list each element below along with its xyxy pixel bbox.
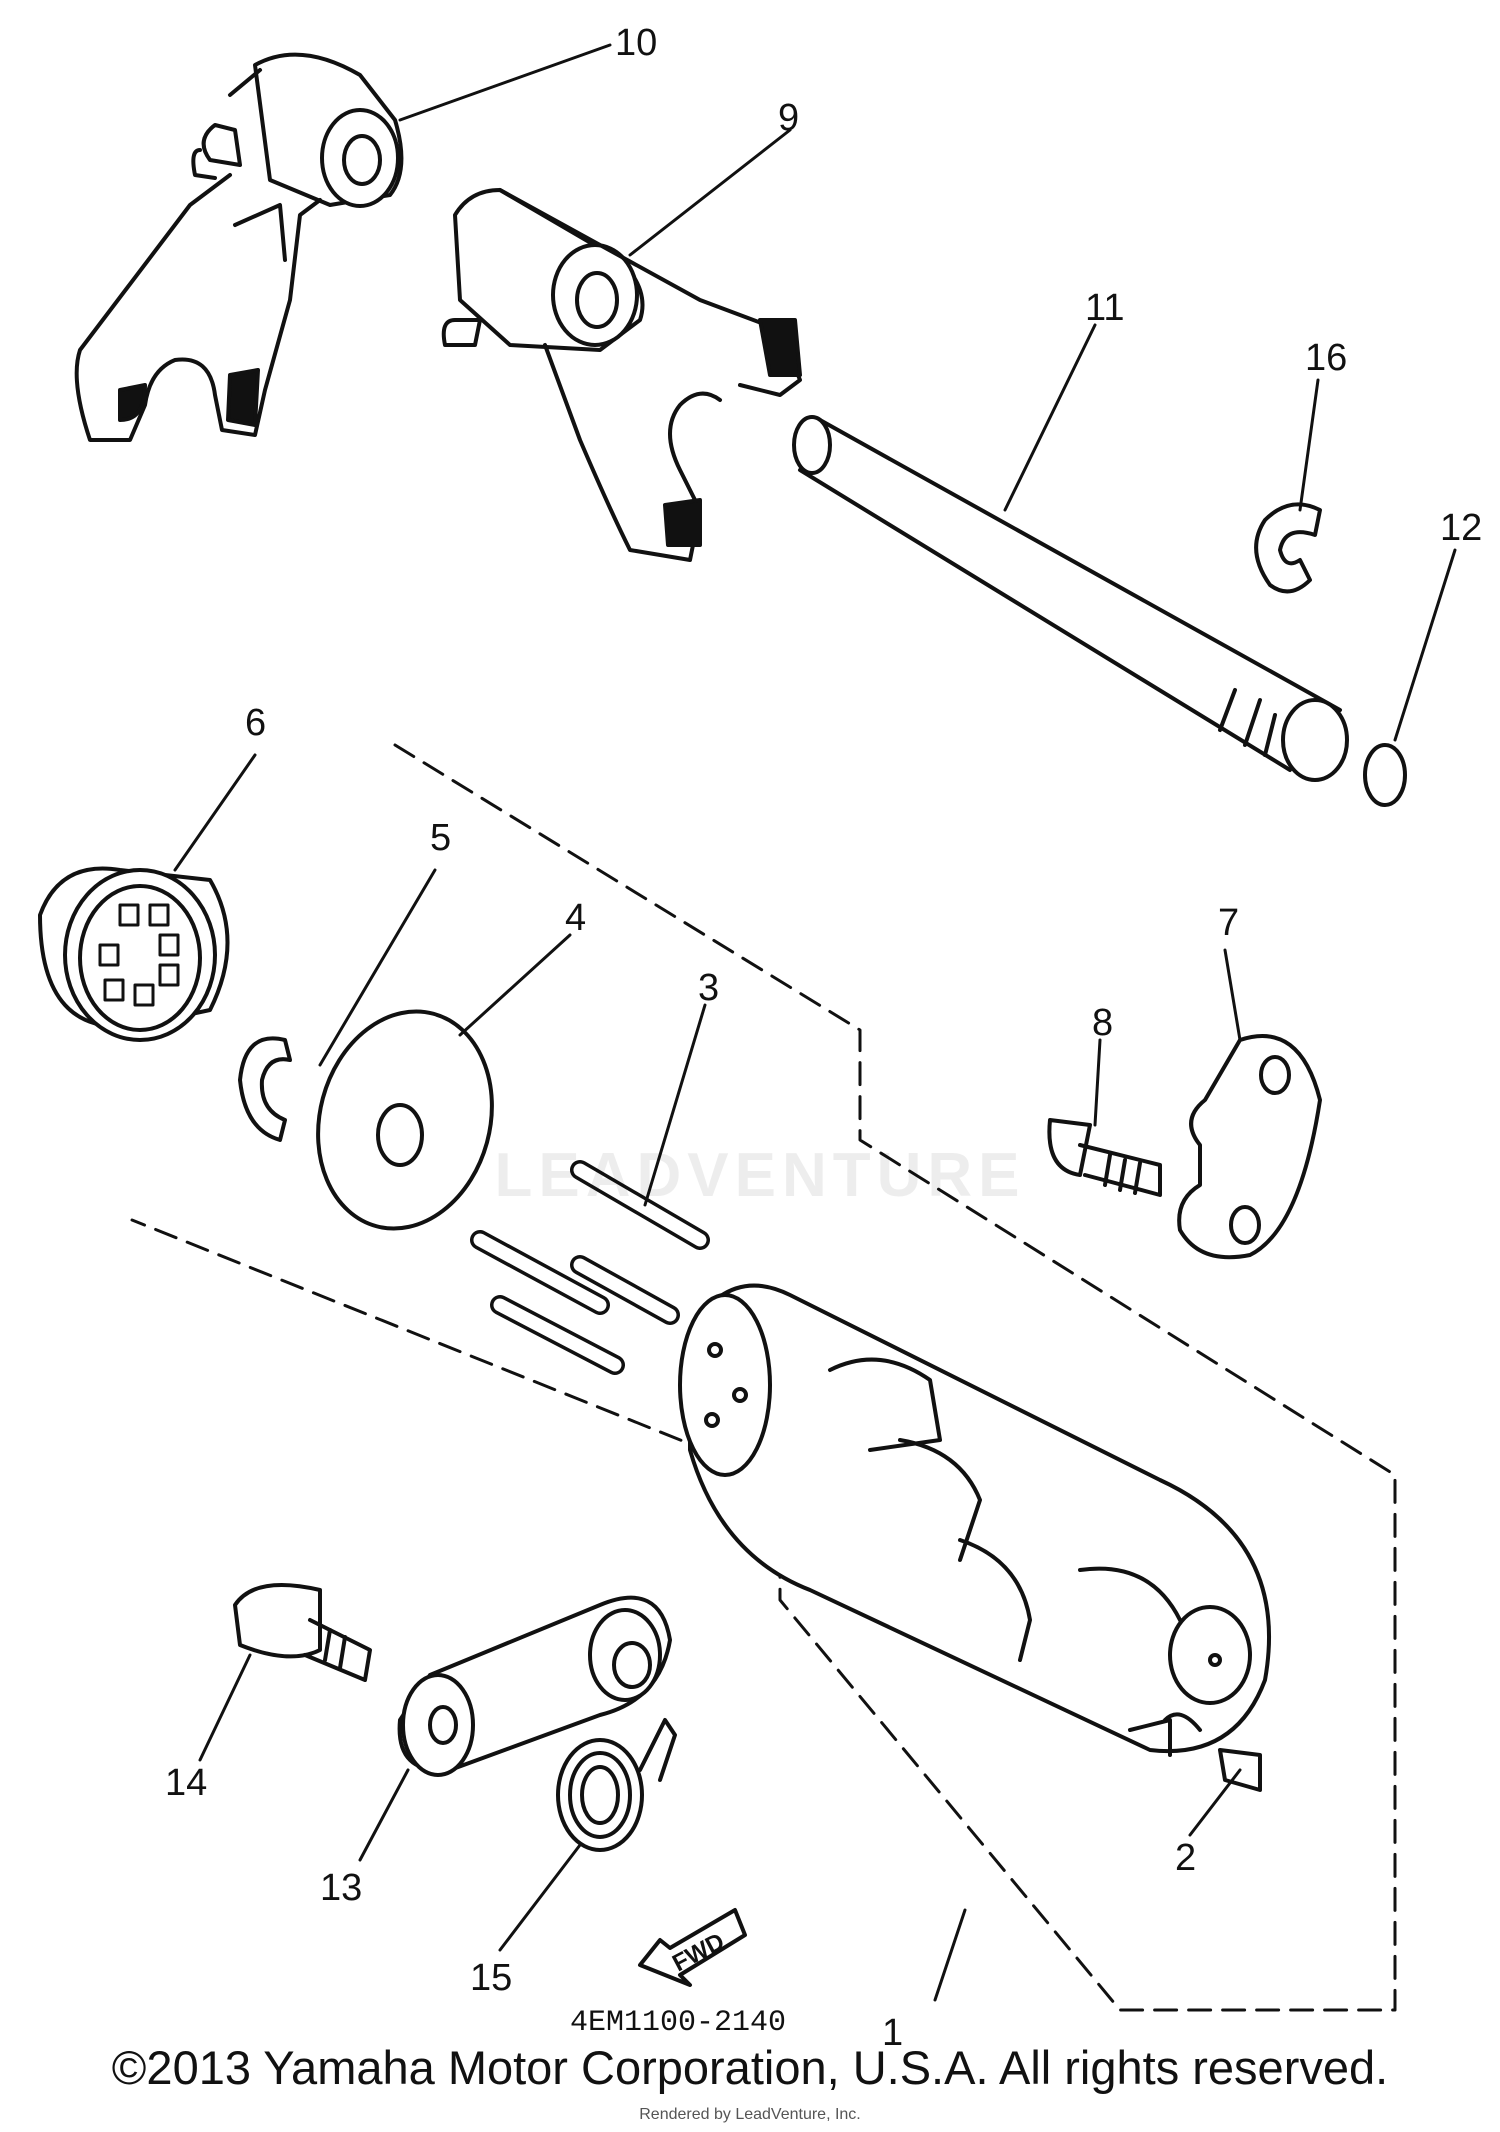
callout-15[interactable]: 15 (470, 1957, 512, 1999)
callout-8[interactable]: 8 (1092, 1002, 1113, 1044)
callout-4[interactable]: 4 (565, 897, 586, 939)
pins-3[interactable] (480, 1170, 700, 1365)
washer-12[interactable] (1365, 745, 1405, 805)
forward-direction-arrow (638, 1908, 747, 1987)
shift-fork-guide-bar-11[interactable] (794, 417, 1347, 780)
shift-lever-13[interactable] (400, 1598, 670, 1775)
watermark: LEADVENTURE (494, 1141, 1026, 1210)
bearing-6[interactable] (40, 868, 228, 1040)
shift-fork-10[interactable] (77, 55, 402, 440)
callout-leaders (173, 43, 1457, 2002)
callout-1[interactable]: 1 (882, 2012, 903, 2054)
circlip-5[interactable] (240, 1038, 290, 1140)
bolt-8[interactable] (1049, 1120, 1160, 1195)
callout-2[interactable]: 2 (1175, 1837, 1196, 1879)
callout-10[interactable]: 10 (615, 22, 657, 64)
callout-9[interactable]: 9 (778, 97, 799, 139)
callout-13[interactable]: 13 (320, 1867, 362, 1909)
torsion-spring-15[interactable] (558, 1720, 675, 1850)
callout-5[interactable]: 5 (430, 817, 451, 859)
callout-14[interactable]: 14 (165, 1762, 207, 1804)
shift-fork-9[interactable] (444, 190, 800, 560)
callout-16[interactable]: 16 (1305, 337, 1347, 379)
callout-3[interactable]: 3 (698, 967, 719, 1009)
callout-12[interactable]: 12 (1440, 507, 1482, 549)
copyright-notice: ©2013 Yamaha Motor Corporation, U.S.A. A… (111, 2041, 1389, 2094)
render-credit: Rendered by LeadVenture, Inc. (639, 2106, 861, 2123)
circlip-16[interactable] (1256, 504, 1320, 591)
callout-6[interactable]: 6 (245, 702, 266, 744)
shift-drum-1[interactable] (680, 1286, 1269, 1755)
drawing-code: 4EM1100-2140 (570, 2006, 786, 2040)
callout-7[interactable]: 7 (1218, 902, 1239, 944)
callout-11[interactable]: 11 (1085, 287, 1124, 329)
bolt-14[interactable] (235, 1585, 370, 1680)
stopper-plate-7[interactable] (1179, 1036, 1320, 1257)
washer-4[interactable] (294, 992, 515, 1249)
callout-numbers: 10 9 11 16 12 6 5 4 3 8 7 2 1 15 13 14 (165, 22, 1482, 2054)
